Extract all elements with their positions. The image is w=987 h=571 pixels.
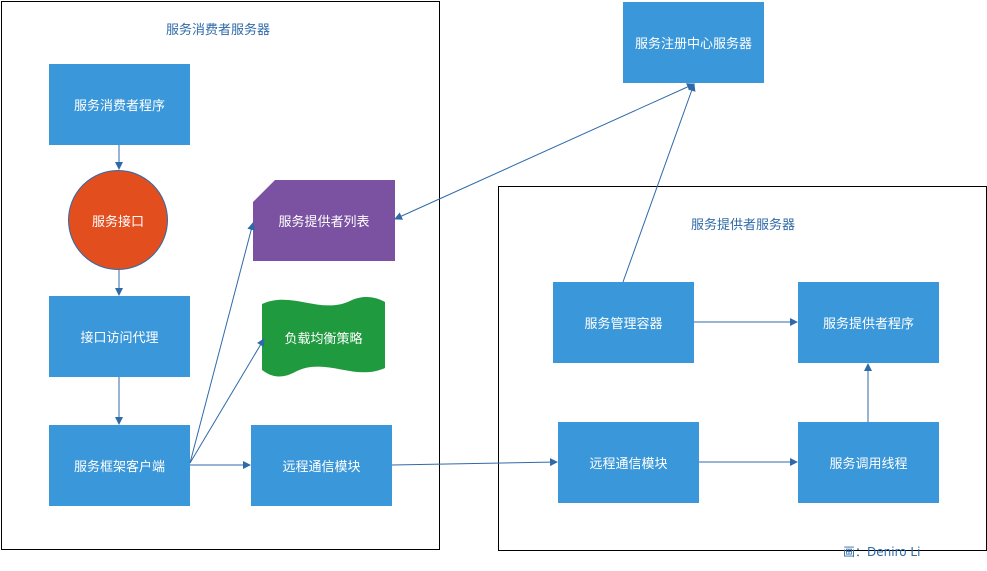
consumer-remote-comm-box[interactable]: 远程通信模块 — [251, 425, 392, 506]
author-credit: 画：Deniro Li — [843, 545, 921, 559]
consumer-program-box[interactable]: 服务消费者程序 — [49, 64, 190, 145]
registry-center-box[interactable]: 服务注册中心服务器 — [623, 2, 764, 83]
load-balance-shape[interactable] — [262, 296, 385, 378]
service-interface-circle[interactable]: 服务接口 — [68, 170, 168, 270]
interface-proxy-box[interactable]: 接口访问代理 — [49, 296, 190, 377]
consumer-server-title: 服务消费者服务器 — [166, 23, 271, 38]
provider-remote-comm-box[interactable]: 远程通信模块 — [558, 422, 699, 503]
invoke-thread-box[interactable]: 服务调用线程 — [798, 422, 939, 503]
provider-program-box[interactable]: 服务提供者程序 — [798, 282, 939, 363]
load-balance-label: 负载均衡策略 — [284, 331, 363, 347]
provider-list-shape[interactable] — [253, 180, 395, 261]
framework-client-box[interactable]: 服务框架客户端 — [49, 425, 190, 506]
consumer-server-frame — [1, 1, 440, 550]
provider-server-title: 服务提供者服务器 — [691, 218, 796, 233]
provider-list-label: 服务提供者列表 — [278, 215, 370, 230]
service-container-box[interactable]: 服务管理容器 — [553, 282, 694, 363]
